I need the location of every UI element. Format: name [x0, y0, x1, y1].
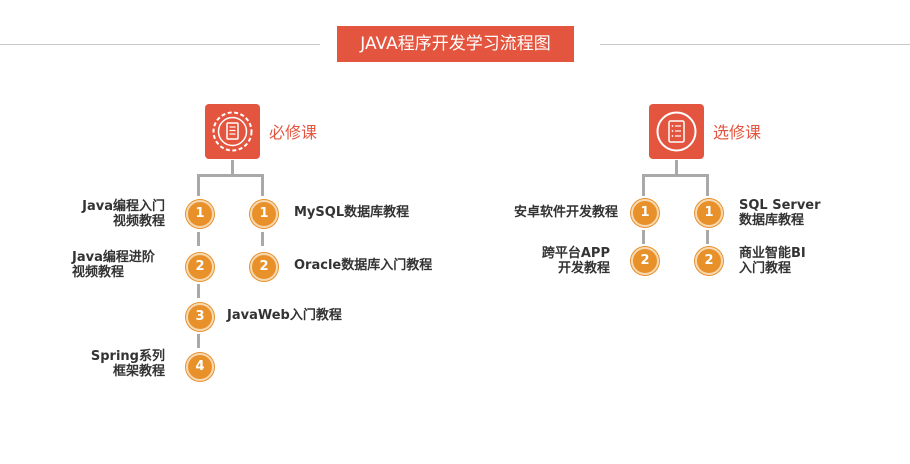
- course-label: Java编程进阶视频教程: [72, 250, 155, 280]
- step-node: 1: [631, 199, 659, 227]
- connector: [642, 174, 709, 177]
- connector: [642, 174, 645, 196]
- step-node: 2: [695, 247, 723, 275]
- elective-course-label: 选修课: [713, 123, 762, 142]
- course-label: Oracle数据库入门教程: [294, 258, 433, 273]
- step-node: 2: [250, 253, 278, 281]
- course-label: JavaWeb入门教程: [227, 308, 342, 323]
- connector: [197, 232, 200, 246]
- connector: [197, 334, 200, 348]
- step-node: 1: [186, 200, 214, 228]
- connector: [197, 174, 264, 177]
- step-node: 2: [186, 253, 214, 281]
- connector: [706, 174, 709, 196]
- header-divider-right: [600, 44, 910, 45]
- step-node: 4: [186, 353, 214, 381]
- connector: [261, 232, 264, 246]
- connector: [261, 174, 264, 196]
- course-label: Spring系列框架教程: [90, 349, 165, 379]
- connector: [675, 160, 678, 174]
- course-label: MySQL数据库教程: [294, 205, 410, 220]
- step-node: 1: [695, 199, 723, 227]
- document-list-icon: [649, 104, 704, 159]
- book-gear-icon: [205, 104, 260, 159]
- step-node: 3: [186, 303, 214, 331]
- connector: [231, 160, 234, 174]
- required-course-label: 必修课: [269, 123, 318, 142]
- course-label: 安卓软件开发教程: [513, 205, 618, 220]
- header-divider-left: [0, 44, 320, 45]
- connector: [197, 174, 200, 196]
- page-title: JAVA程序开发学习流程图: [337, 26, 574, 62]
- connector: [706, 230, 709, 244]
- course-label: Java编程入门视频教程: [82, 199, 165, 229]
- connector: [197, 284, 200, 298]
- step-node: 2: [631, 247, 659, 275]
- connector: [642, 230, 645, 244]
- step-node: 1: [250, 200, 278, 228]
